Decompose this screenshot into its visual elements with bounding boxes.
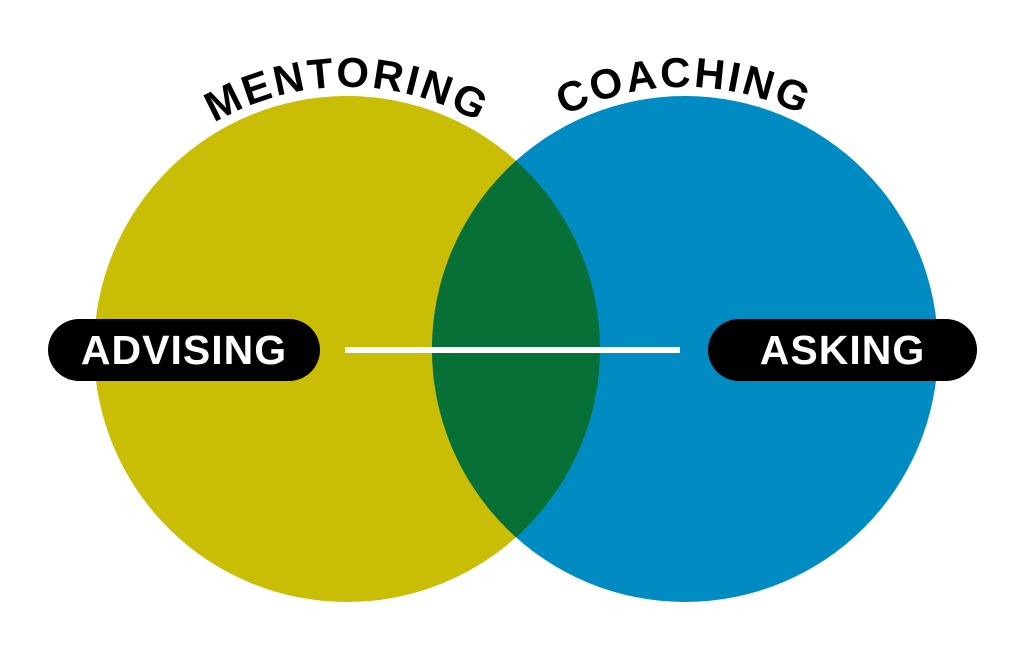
asking-pill: ASKING: [708, 319, 977, 381]
overlap-region: [432, 96, 600, 602]
advising-pill-label: ADVISING: [80, 326, 288, 373]
advising-pill: ADVISING: [48, 319, 320, 381]
asking-pill-label: ASKING: [759, 326, 926, 373]
